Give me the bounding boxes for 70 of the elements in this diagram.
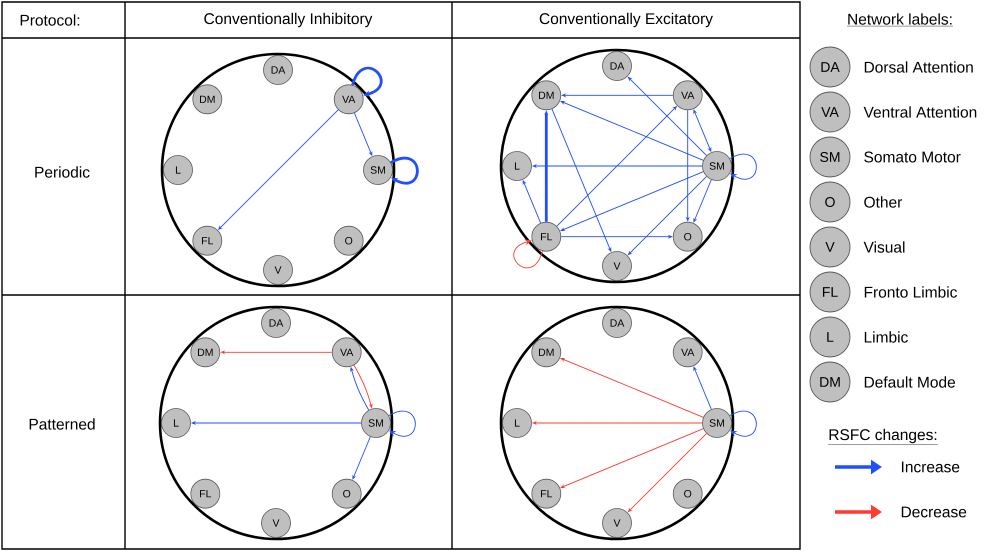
node-label: Somato Motor	[864, 152, 961, 162]
legend-label: Decrease	[902, 506, 966, 518]
network-node: DA	[263, 55, 293, 85]
column-header: Conventionally Inhibitory	[204, 12, 372, 28]
network-node: V	[602, 508, 632, 538]
network-node: VA	[334, 84, 364, 114]
network-node: SM	[702, 151, 732, 181]
column-header: Protocol:	[20, 14, 80, 26]
row-header: Patterned	[30, 418, 95, 430]
network-node: L	[502, 151, 532, 181]
node-label: Dorsal Attention	[864, 61, 973, 73]
network-node: O	[672, 222, 703, 252]
network-node: O	[672, 478, 703, 509]
loop-arrow	[351, 66, 382, 97]
network-node: DM	[192, 84, 222, 114]
network-node: DM	[531, 80, 562, 110]
column-header: Conventionally Excitatory	[540, 12, 713, 28]
network-node: FL	[531, 478, 562, 509]
network-node: DA	[602, 51, 632, 81]
node-label: Default Mode	[864, 376, 956, 388]
network-node: DA	[261, 308, 291, 338]
legend-node: O	[810, 182, 850, 222]
network-node: DM	[531, 337, 562, 368]
network-node: SM	[363, 155, 393, 185]
arrow	[628, 433, 707, 512]
loop-arrow	[729, 410, 757, 437]
row-header: Periodic	[35, 166, 90, 178]
node-label: Ventral Attention	[864, 106, 976, 118]
legend-node: DM	[810, 362, 850, 402]
arrow	[628, 76, 707, 156]
legend-node: FL	[810, 272, 850, 312]
network-node: DA	[602, 308, 632, 338]
network-node: SM	[702, 408, 732, 438]
network-node: VA	[672, 80, 703, 110]
panel-circle	[500, 48, 734, 284]
legend-node: L	[810, 316, 850, 358]
network-node: L	[502, 408, 532, 438]
network-node: L	[161, 408, 191, 438]
legend-node: SM	[810, 136, 850, 178]
legend-heading: RSFC changes:	[828, 428, 938, 445]
network-node: L	[163, 155, 193, 185]
node-label: Fronto Limbic	[864, 286, 957, 298]
arrow	[628, 176, 707, 256]
network-node: FL	[192, 226, 222, 256]
network-node: V	[602, 251, 632, 281]
panel-circle	[158, 306, 394, 540]
loop-arrow	[388, 410, 416, 437]
panel-circle	[500, 306, 734, 540]
panel-circle	[160, 52, 396, 288]
network-node: FL	[190, 478, 220, 509]
network-node: DM	[190, 337, 220, 368]
node-label: Visual	[864, 241, 904, 253]
network-node: FL	[531, 222, 562, 252]
loop-arrow	[513, 239, 543, 268]
legend-node: DA	[810, 46, 850, 88]
node-label: Other	[864, 196, 902, 208]
network-node: O	[332, 478, 362, 509]
legend-label: Increase	[902, 462, 960, 472]
loop-arrow	[390, 156, 419, 185]
network-node: V	[263, 255, 293, 285]
legend-node: VA	[810, 92, 850, 132]
loop-arrow	[729, 154, 757, 180]
node-label: Limbic	[864, 331, 908, 343]
network-node: V	[261, 508, 291, 538]
network-node: SM	[361, 408, 391, 438]
network-node: VA	[672, 337, 703, 368]
legend-node: V	[810, 226, 850, 268]
legend-heading: Network labels:	[846, 13, 954, 26]
network-node: O	[334, 226, 364, 256]
network-node: VA	[332, 337, 362, 368]
